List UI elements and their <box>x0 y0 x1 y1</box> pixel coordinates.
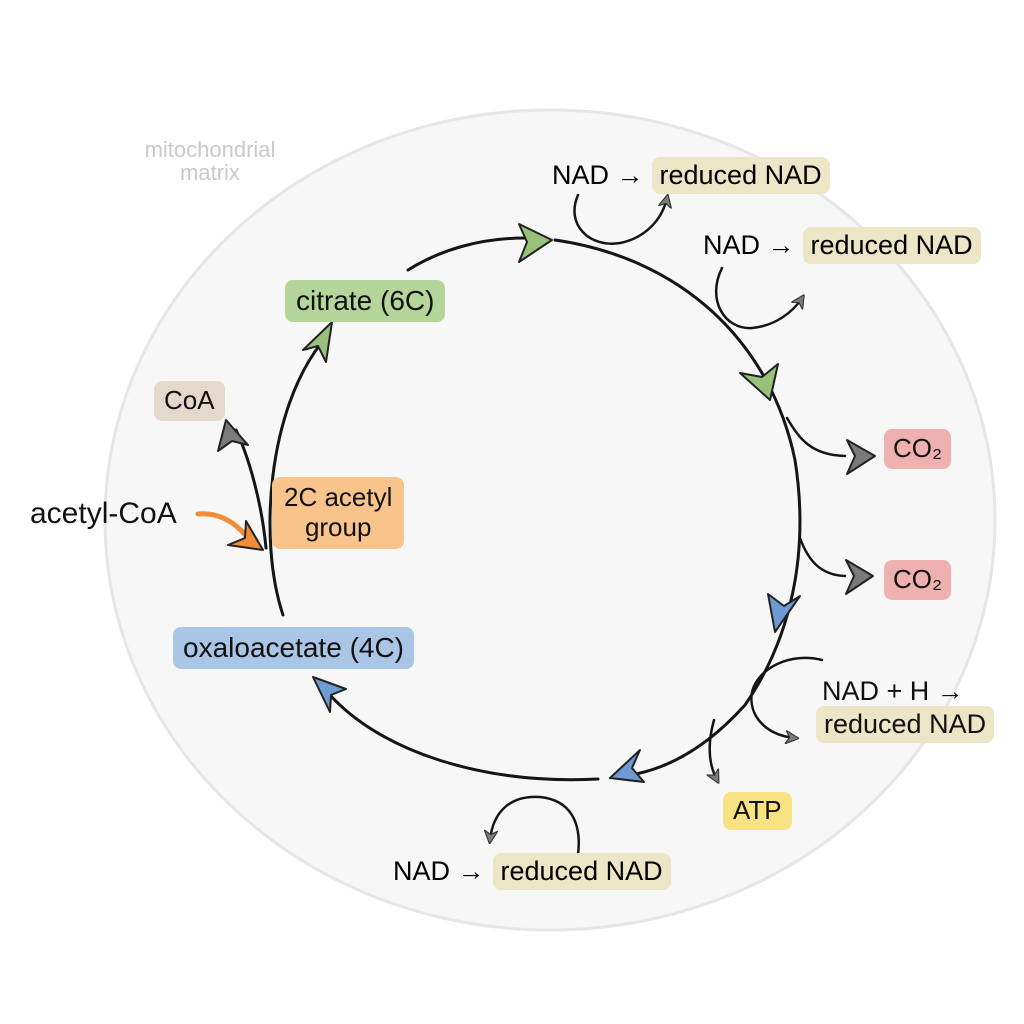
atp-box: ATP <box>723 792 792 830</box>
blue-arrowhead-right <box>767 593 801 633</box>
green-arrowhead-right <box>739 363 779 401</box>
acetyl-group-box: 2C acetyl group <box>272 477 405 549</box>
ring-arc-left <box>268 340 324 617</box>
nad-reduction-4: NAD → reduced NAD <box>393 853 671 890</box>
green-arrowhead-top <box>518 223 553 263</box>
oxaloacetate-box: oxaloacetate (4C) <box>173 627 415 670</box>
reduced-nad-box: reduced NAD <box>492 853 671 890</box>
acetyl-coa-label: acetyl-CoA <box>30 497 177 530</box>
nad-hook-4 <box>490 795 580 857</box>
cycle-ring <box>268 236 802 782</box>
citrate-box: citrate (6C) <box>285 280 446 323</box>
co2-branch-1 <box>785 416 847 458</box>
nad-reactant-label: NAD → <box>393 856 485 886</box>
reduced-nad-box: reduced NAD <box>802 227 981 264</box>
co2-branch-2 <box>798 536 847 578</box>
ring-arc-bottom <box>328 693 600 782</box>
nad-hook-3 <box>750 656 824 738</box>
co2-box-1: CO₂ <box>884 429 952 469</box>
coa-box: CoA <box>154 381 225 421</box>
nad-reduction-2: NAD → reduced NAD <box>703 227 981 264</box>
nad-hook-2 <box>715 266 802 330</box>
atp-branch <box>710 718 717 780</box>
gray-arrowhead-co2-1 <box>846 439 876 475</box>
mitochondrial-matrix-label: mitochondrial matrix <box>144 137 276 186</box>
reduced-nad-box-3: reduced NAD <box>816 706 995 744</box>
ring-arc-top <box>406 236 527 272</box>
reduced-nad-box: reduced NAD <box>651 157 830 194</box>
nad-reduction-1: NAD → reduced NAD <box>552 157 830 194</box>
green-arrowhead-citrate <box>302 321 333 363</box>
gray-arrowhead-co2-2 <box>845 559 874 595</box>
acetyl-coa-entry-line <box>195 511 249 539</box>
blue-arrowhead-oxaloacetate <box>312 676 347 713</box>
gray-arrowhead-coa <box>217 419 249 452</box>
orange-arrowhead-acetyl <box>227 520 264 551</box>
nad-reactant-label: NAD → <box>703 230 795 260</box>
blue-arrowhead-bottom <box>609 749 645 783</box>
nad-hook-1 <box>573 195 667 245</box>
ring-arc-right <box>553 238 802 779</box>
nad-h-reactant-label: NAD + H → <box>822 676 964 706</box>
co2-box-2: CO₂ <box>884 560 952 600</box>
nad-reactant-label: NAD → <box>552 160 644 190</box>
